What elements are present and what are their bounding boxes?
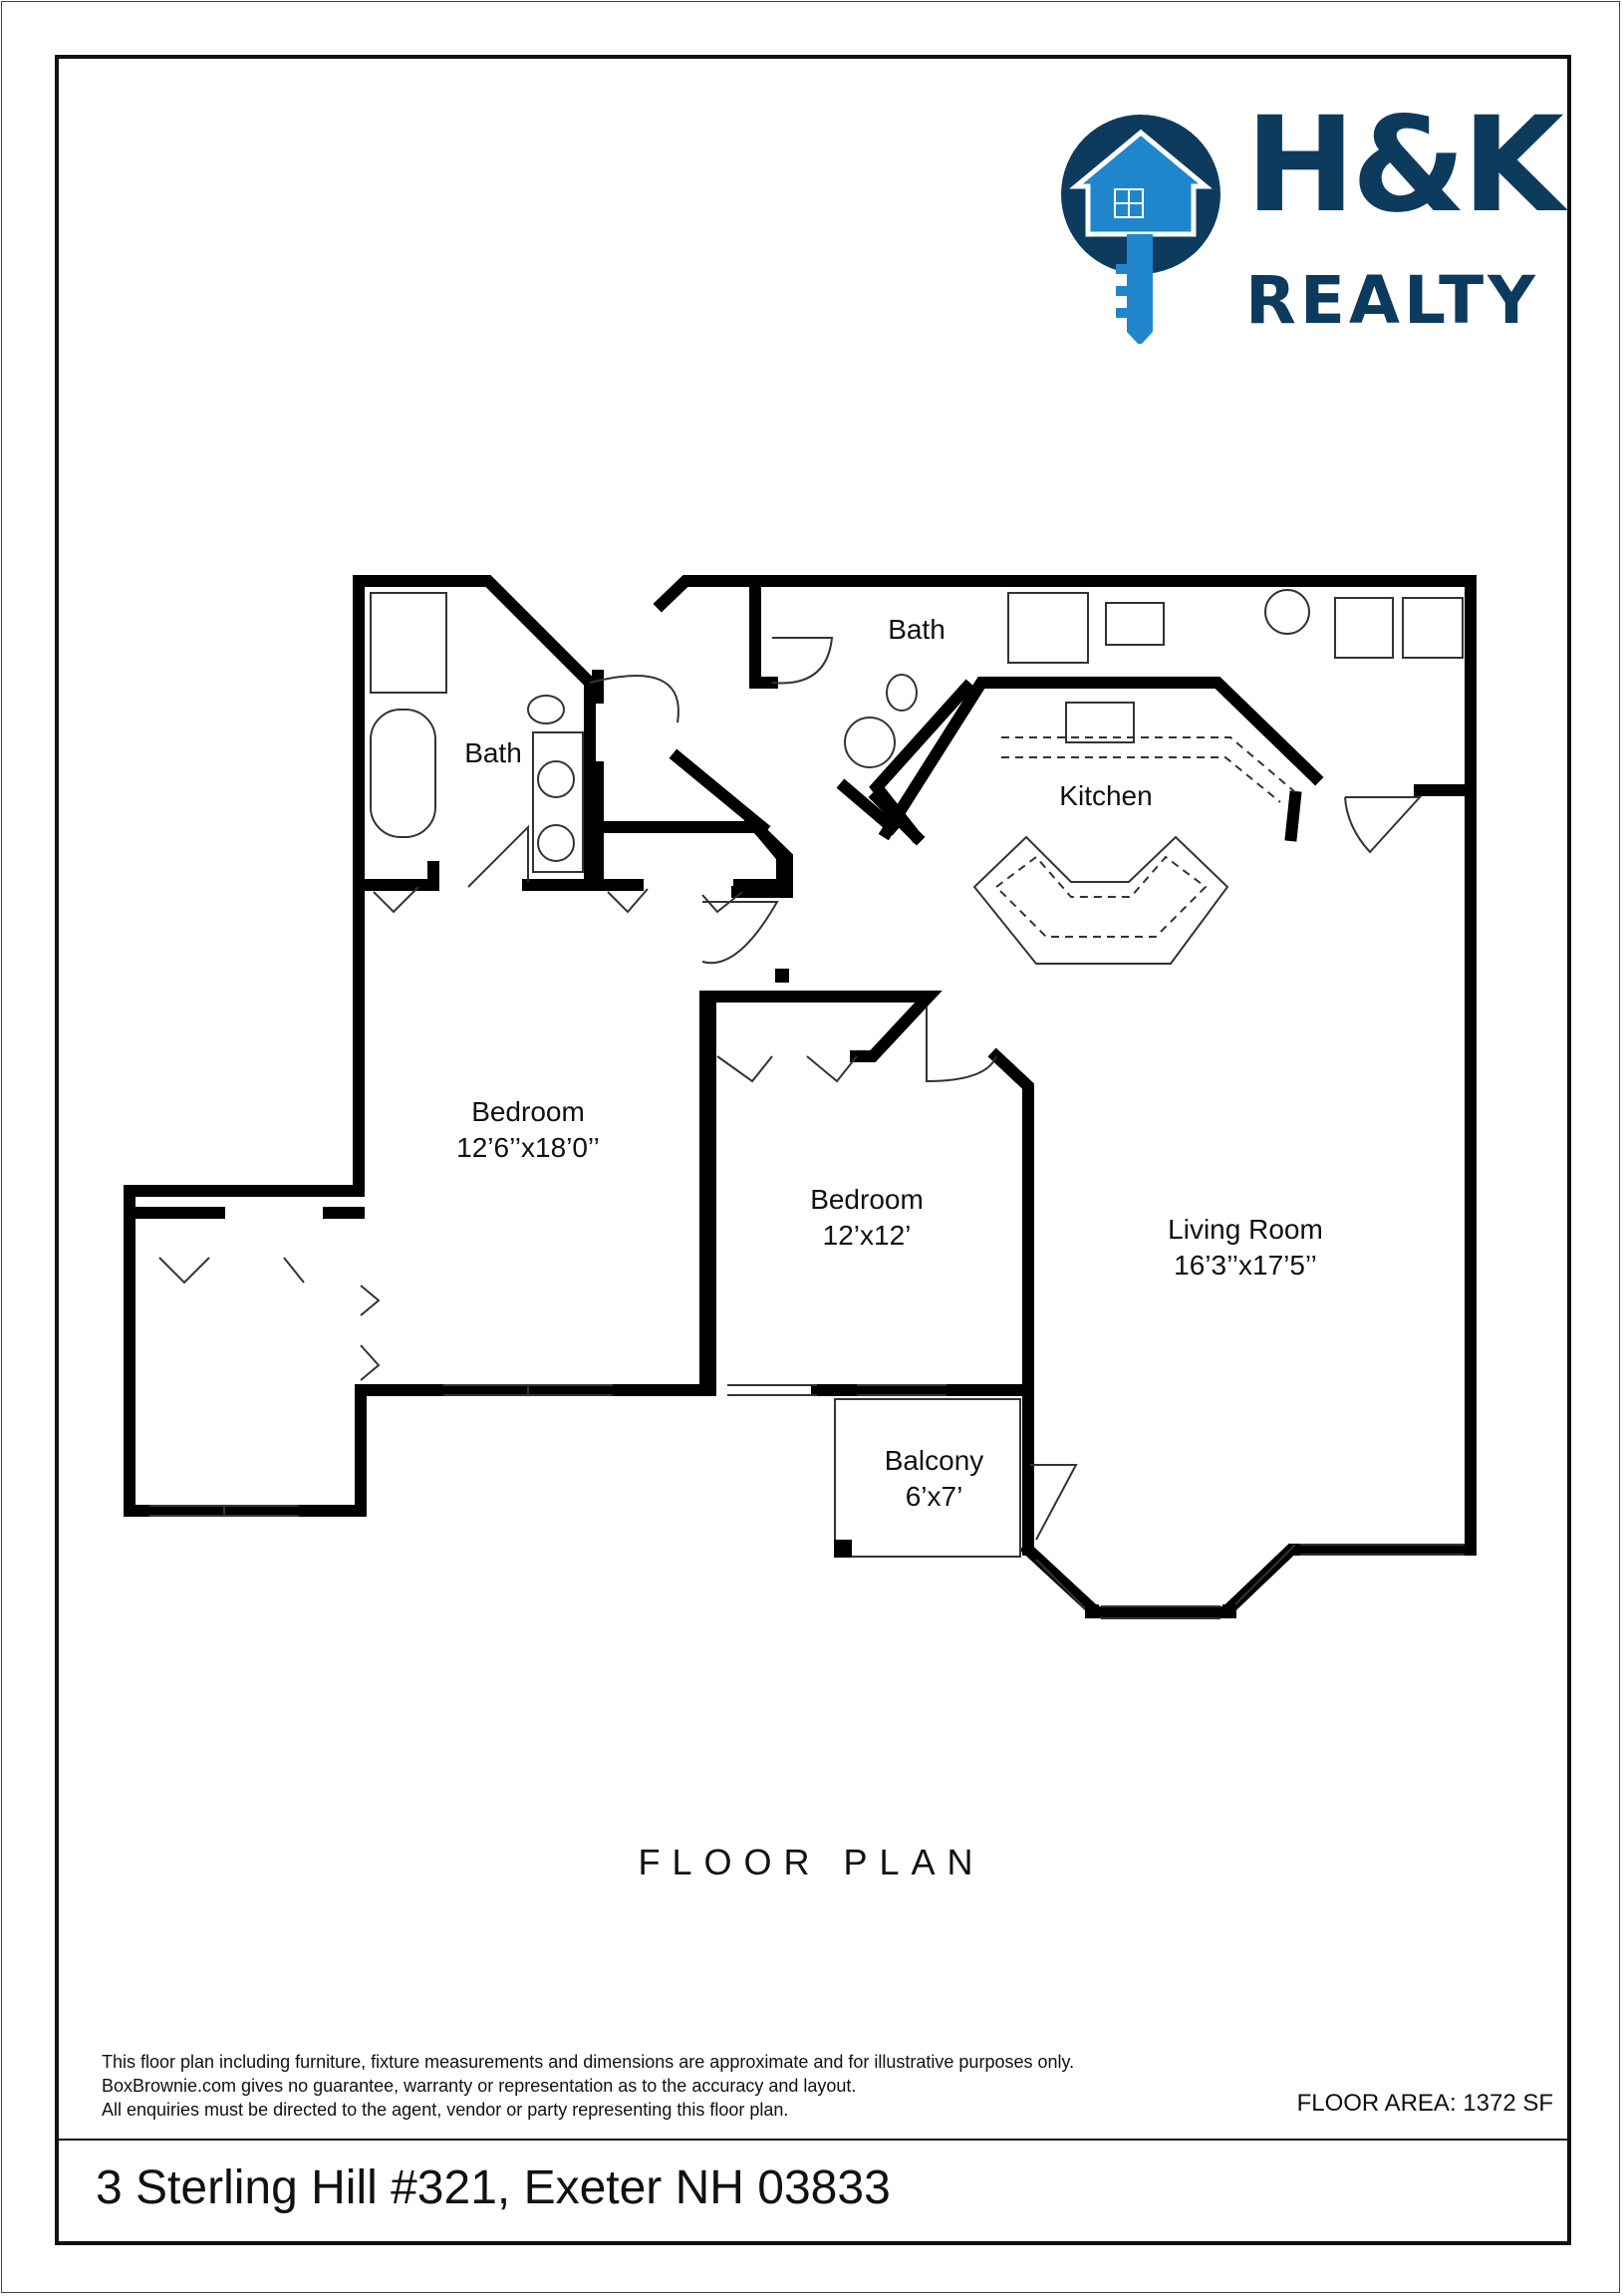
label-kitchen: Kitchen [1026, 778, 1186, 814]
window-bedroom2 [727, 1384, 947, 1396]
hall-wall-diag [669, 748, 771, 836]
toilet-top [886, 674, 918, 712]
brand-name: H&K [1245, 89, 1564, 242]
kitchen-appliance-1 [1105, 602, 1165, 646]
bathtub [370, 709, 436, 838]
door-swing-balcony [1030, 1464, 1078, 1541]
footer-divider [55, 2139, 1571, 2141]
kitchen-wall [868, 679, 975, 846]
top-bath-wall [749, 582, 1324, 842]
bedroom-master-size: 12’6’’x18’0’’ [456, 1132, 600, 1163]
closet-doors-bedroom2 [716, 1055, 858, 1083]
bedroom-second-size: 12’x12’ [822, 1220, 912, 1251]
bedroom-second-name: Bedroom [810, 1184, 924, 1215]
door-swing-bedroom1 [701, 901, 779, 965]
disclaimer-line: BoxBrownie.com gives no guarantee, warra… [102, 2076, 857, 2096]
label-living-room: Living Room 16’3’’x17’5’’ [1126, 1212, 1365, 1284]
window-bottom-left [443, 1384, 613, 1396]
disclaimer: This floor plan including furniture, fix… [102, 2050, 1074, 2122]
brand-subtitle: REALTY [1245, 262, 1539, 339]
wall-cap-1 [775, 969, 789, 983]
bath-left-name: Bath [464, 737, 522, 768]
kitchen-appliance-4 [1402, 597, 1464, 659]
sink-left-1 [537, 760, 575, 798]
label-balcony: Balcony 6’x7’ [847, 1443, 1021, 1515]
balcony-name: Balcony [884, 1445, 984, 1476]
bedroom-master-name: Bedroom [471, 1096, 585, 1127]
kitchen-counter [1001, 736, 1296, 803]
label-bedroom-master: Bedroom 12’6’’x18’0’’ [418, 1094, 638, 1166]
shower-left [370, 592, 447, 694]
disclaimer-line: This floor plan including furniture, fix… [102, 2052, 1075, 2072]
window-closet [149, 1505, 299, 1517]
label-bath-top: Bath [857, 612, 976, 648]
kitchen-appliance-2 [1264, 589, 1310, 635]
page-frame [55, 55, 1571, 2245]
wall-cap-2 [1085, 1604, 1099, 1618]
door-swing-entry [589, 675, 679, 723]
kitchen-appliance-3 [1334, 597, 1394, 659]
balcony-post-1 [834, 1540, 852, 1558]
closet-center [731, 813, 793, 898]
brand-logo: H&K REALTY [1056, 91, 1564, 344]
balcony-outline [834, 1398, 1021, 1558]
kitchen-name: Kitchen [1059, 780, 1153, 811]
bath-left-wall [353, 677, 596, 891]
door-swing-bath-top [771, 637, 834, 685]
window-bay [1035, 1544, 1465, 1619]
closet-doors-bedroom1 [373, 886, 743, 914]
balcony-size: 6’x7’ [905, 1481, 963, 1512]
toilet-left [527, 695, 565, 724]
kitchen-island [972, 835, 1229, 965]
disclaimer-line: All enquiries must be directed to the ag… [102, 2100, 789, 2120]
hall-wall [592, 670, 788, 891]
property-address: 3 Sterling Hill #321, Exeter NH 03833 [96, 2161, 891, 2214]
door-swing-bedroom2 [926, 1006, 997, 1083]
closet-doors-left [158, 1257, 381, 1381]
door-swing-left-bath [467, 824, 529, 888]
kitchen-sink [1065, 702, 1135, 743]
door-swing-kitchen-side [1344, 796, 1423, 854]
label-bedroom-second: Bedroom 12’x12’ [757, 1182, 976, 1254]
wall-cap-3 [1222, 1604, 1236, 1618]
living-room-name: Living Room [1168, 1214, 1323, 1245]
shower-top [1007, 592, 1089, 664]
living-room-size: 16’3’’x17’5’’ [1174, 1250, 1317, 1281]
floor-area: FLOOR AREA: 1372 SF [1296, 2090, 1553, 2117]
kitchen-island-inner [994, 855, 1208, 938]
label-bath-left: Bath [438, 735, 548, 771]
sink-top [844, 717, 896, 768]
bath-top-name: Bath [888, 614, 946, 645]
house-key-icon [1061, 115, 1220, 344]
plan-title: FLOOR PLAN [638, 1842, 985, 1882]
vanity-left [532, 731, 584, 873]
sink-left-2 [537, 824, 575, 862]
